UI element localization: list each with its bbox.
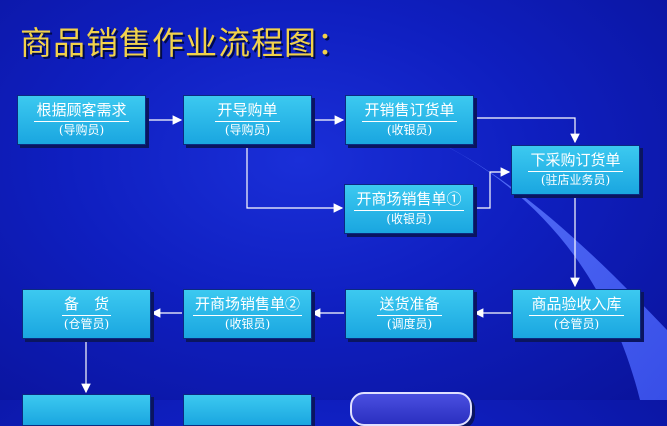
node-role: (调度员) — [386, 316, 433, 331]
node-guide-order[interactable]: 开导购单 (导购员) — [183, 95, 312, 145]
node-mall-sales-slip-1[interactable]: 开商场销售单① (收银员) — [344, 184, 474, 234]
node-customer-demand[interactable]: 根据顾客需求 (导购员) — [17, 95, 146, 145]
node-role: (收银员) — [386, 211, 432, 226]
node-role: (仓管员) — [63, 316, 110, 331]
node-goods-receipt[interactable]: 商品验收入库 (仓管员) — [512, 289, 641, 339]
page-title: 商品销售作业流程图： — [20, 24, 351, 62]
node-role: (导购员) — [58, 122, 105, 137]
node-stock-prep[interactable]: 备 货 (仓管员) — [22, 289, 151, 339]
node-label: 开销售订货单 — [362, 102, 457, 122]
node-role: (收银员) — [224, 316, 271, 331]
node-role: (驻店业务员) — [540, 172, 611, 187]
node-label: 开商场销售单① — [354, 191, 464, 211]
node-label: 开导购单 — [215, 102, 280, 122]
node-bottom-middle[interactable] — [183, 394, 312, 426]
arrow-n3-n4 — [473, 117, 580, 144]
node-role: (导购员) — [224, 122, 271, 137]
node-label: 商品验收入库 — [529, 296, 624, 316]
node-label: 送货准备 — [377, 296, 442, 316]
node-bottom-pill[interactable] — [350, 392, 472, 426]
node-label: 根据顾客需求 — [34, 102, 129, 122]
node-sales-order[interactable]: 开销售订货单 (收银员) — [345, 95, 474, 145]
node-role: (收银员) — [386, 122, 433, 137]
node-label: 下采购订货单 — [528, 152, 623, 172]
node-delivery-prep[interactable]: 送货准备 (调度员) — [345, 289, 474, 339]
node-role: (仓管员) — [553, 316, 600, 331]
node-bottom-left[interactable] — [22, 394, 151, 426]
node-label: 开商场销售单② — [192, 296, 302, 316]
node-label: 备 货 — [61, 296, 111, 316]
node-purchase-order[interactable]: 下采购订货单 (驻店业务员) — [511, 145, 640, 195]
arrow-n2-n5 — [246, 145, 344, 213]
arrow-n5-n4 — [473, 167, 511, 209]
node-mall-sales-slip-2[interactable]: 开商场销售单② (收银员) — [183, 289, 312, 339]
